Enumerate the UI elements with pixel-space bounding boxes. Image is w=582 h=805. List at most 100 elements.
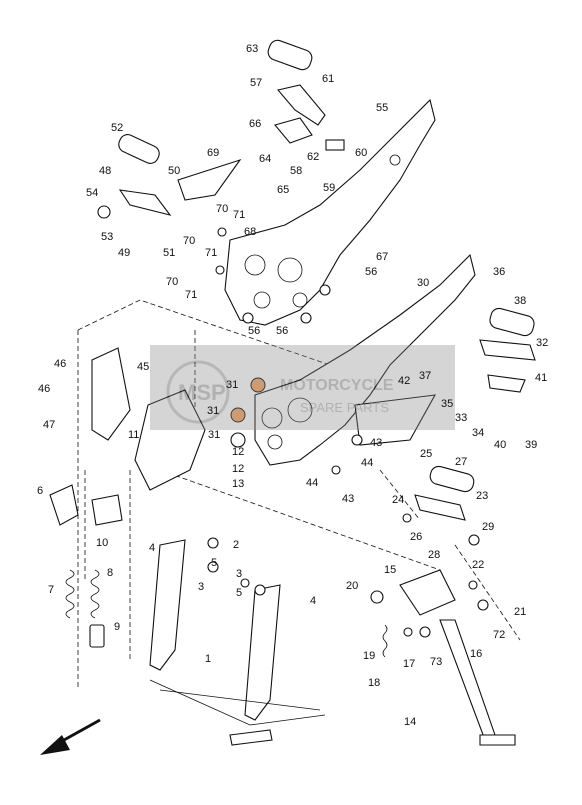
- right-footrest: [479, 307, 536, 393]
- right-footrest-bracket: [254, 253, 476, 466]
- part-label-66: 66: [249, 118, 261, 130]
- part-label-14: 14: [404, 716, 416, 728]
- part-label-29: 29: [482, 521, 494, 533]
- part-label-5: 5: [211, 557, 217, 569]
- part-label-62: 62: [307, 151, 319, 163]
- part-label-39: 39: [525, 439, 537, 451]
- part-label-65: 65: [277, 184, 289, 196]
- part-label-73: 73: [430, 656, 442, 668]
- part-label-12: 12: [232, 463, 244, 475]
- part-label-24: 24: [392, 494, 404, 506]
- part-label-40: 40: [494, 439, 506, 451]
- part-label-31: 31: [208, 429, 220, 441]
- part-label-22: 22: [472, 559, 484, 571]
- part-label-4: 4: [149, 542, 155, 554]
- part-label-57: 57: [250, 77, 262, 89]
- part-label-70: 70: [183, 235, 195, 247]
- part-label-27: 27: [455, 456, 467, 468]
- direction-arrow-icon: [40, 718, 101, 755]
- part-label-36: 36: [493, 266, 505, 278]
- part-label-28: 28: [428, 549, 440, 561]
- part-label-33: 33: [455, 412, 467, 424]
- part-label-31: 31: [207, 405, 219, 417]
- part-label-60: 60: [355, 147, 367, 159]
- part-label-10: 10: [96, 537, 108, 549]
- side-stand: [382, 569, 516, 746]
- part-label-32: 32: [536, 337, 548, 349]
- part-label-61: 61: [322, 73, 334, 85]
- part-label-70: 70: [166, 276, 178, 288]
- part-label-15: 15: [384, 564, 396, 576]
- part-label-13: 13: [232, 478, 244, 490]
- part-label-55: 55: [376, 102, 388, 114]
- part-label-51: 51: [163, 247, 175, 259]
- part-label-7: 7: [48, 584, 54, 596]
- part-label-17: 17: [403, 658, 415, 670]
- part-label-44: 44: [306, 477, 318, 489]
- part-label-58: 58: [290, 165, 302, 177]
- part-label-34: 34: [472, 427, 484, 439]
- part-label-70: 70: [216, 203, 228, 215]
- part-label-26: 26: [410, 531, 422, 543]
- part-label-49: 49: [118, 247, 130, 259]
- part-label-46: 46: [54, 358, 66, 370]
- part-label-50: 50: [168, 165, 180, 177]
- part-label-56: 56: [365, 266, 377, 278]
- group-outline-lower: [84, 330, 521, 660]
- part-label-67: 67: [376, 251, 388, 263]
- part-label-68: 68: [244, 226, 256, 238]
- part-label-52: 52: [111, 122, 123, 134]
- part-label-56: 56: [276, 325, 288, 337]
- part-label-11: 11: [128, 429, 139, 441]
- part-label-63: 63: [246, 43, 258, 55]
- group-outline-upper: [77, 299, 331, 690]
- part-label-48: 48: [99, 165, 111, 177]
- part-label-2: 2: [233, 539, 239, 551]
- part-number-labels: 1233445567891011121213141516171819202122…: [37, 43, 548, 728]
- passenger-footrest-upper: [267, 39, 345, 151]
- part-label-35: 35: [441, 398, 453, 410]
- stand-spring-assembly: [49, 484, 123, 648]
- part-label-6: 6: [37, 485, 43, 497]
- svg-text:SPARE PARTS: SPARE PARTS: [300, 400, 389, 415]
- part-label-38: 38: [514, 295, 526, 307]
- part-label-16: 16: [470, 648, 482, 660]
- part-label-23: 23: [476, 490, 488, 502]
- upper-footrest-bracket: [224, 98, 436, 326]
- part-label-37: 37: [419, 370, 431, 382]
- part-label-71: 71: [233, 209, 245, 221]
- part-label-64: 64: [259, 153, 271, 165]
- part-label-3: 3: [236, 568, 242, 580]
- part-label-4: 4: [310, 595, 316, 607]
- part-label-44: 44: [361, 457, 373, 469]
- part-label-9: 9: [114, 621, 120, 633]
- mount-plates: [91, 347, 206, 491]
- part-label-72: 72: [493, 629, 505, 641]
- part-label-20: 20: [346, 580, 358, 592]
- part-label-5: 5: [236, 587, 242, 599]
- part-label-19: 19: [363, 650, 375, 662]
- part-label-31: 31: [226, 379, 238, 391]
- highlighted-collars: [230, 377, 266, 448]
- part-label-47: 47: [43, 419, 55, 431]
- svg-text:MSP: MSP: [178, 380, 226, 405]
- part-label-59: 59: [323, 182, 335, 194]
- part-label-43: 43: [342, 493, 354, 505]
- part-label-45: 45: [137, 361, 149, 373]
- part-label-21: 21: [514, 606, 526, 618]
- part-label-43: 43: [370, 437, 382, 449]
- part-label-41: 41: [535, 372, 547, 384]
- part-label-18: 18: [368, 677, 380, 689]
- lower-right-footrest: [414, 465, 475, 521]
- part-label-12: 12: [232, 446, 244, 458]
- part-label-42: 42: [398, 375, 410, 387]
- part-label-56: 56: [248, 325, 260, 337]
- part-label-71: 71: [205, 247, 217, 259]
- part-label-54: 54: [86, 187, 98, 199]
- fasteners: [207, 227, 489, 638]
- msp-watermark-logo: MSP MOTORCYCLE SPARE PARTS: [150, 345, 455, 430]
- part-label-71: 71: [185, 289, 197, 301]
- part-label-1: 1: [205, 653, 211, 665]
- part-label-69: 69: [207, 147, 219, 159]
